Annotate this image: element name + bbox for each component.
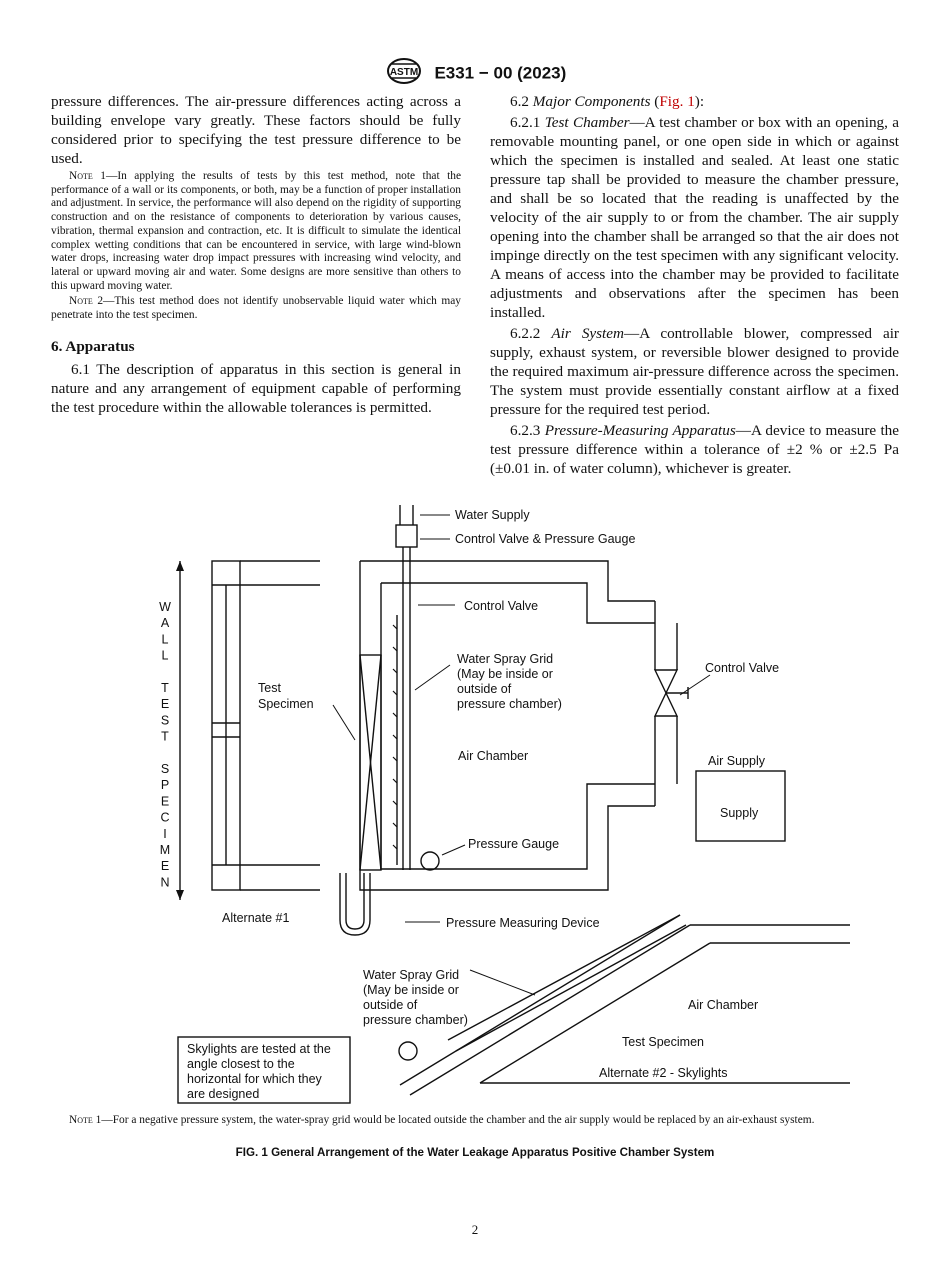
label-test-specimen: Test — [258, 681, 281, 695]
wall-letter: S — [161, 762, 169, 776]
right-column: 6.2 Major Components (Fig. 1): 6.2.1 Tes… — [490, 92, 899, 480]
label-pressure-gauge: Pressure Gauge — [468, 837, 559, 851]
label-spray-grid-2: pressure chamber) — [363, 1013, 468, 1027]
skylight-note: are designed — [187, 1087, 259, 1101]
label-water-supply: Water Supply — [455, 508, 530, 522]
note-1: Note 1—In applying the results of tests … — [51, 170, 461, 293]
figure-1: Water Supply Control Valve & Pressure Ga… — [150, 495, 850, 1105]
section-number: 6.2 — [510, 93, 529, 110]
wall-letter: C — [160, 811, 169, 825]
paragraph-6-2-3: 6.2.3 Pressure-Measuring Apparatus—A dev… — [490, 421, 899, 478]
label-alternate-2: Alternate #2 - Skylights — [599, 1066, 728, 1080]
paragraph-6-2-1: 6.2.1 Test Chamber—A test chamber or box… — [490, 113, 899, 322]
section-title: Major Components — [532, 93, 651, 110]
label-spray-grid: (May be inside or — [457, 667, 553, 681]
wall-letter: E — [161, 697, 169, 711]
skylight-note: angle closest to the — [187, 1057, 295, 1071]
note-text: —This test method does not identify unob… — [51, 295, 461, 322]
note-label: Note 1 — [69, 170, 106, 182]
label-alternate-1: Alternate #1 — [222, 911, 289, 925]
label-pressure-measuring-device: Pressure Measuring Device — [446, 916, 600, 930]
label-spray-grid-2: outside of — [363, 998, 418, 1012]
label-spray-grid: outside of — [457, 682, 512, 696]
label-spray-grid-2: Water Spray Grid — [363, 968, 459, 982]
note-text: —For a negative pressure system, the wat… — [101, 1114, 815, 1126]
astm-logo-icon: ASTM — [384, 58, 424, 89]
section-text: —A device to measure the test pressure d… — [490, 422, 899, 477]
wall-letter: M — [160, 843, 170, 857]
label-spray-grid: Water Spray Grid — [457, 652, 553, 666]
wall-letter: A — [161, 616, 170, 630]
label-test-specimen: Specimen — [258, 697, 314, 711]
label-spray-grid: pressure chamber) — [457, 697, 562, 711]
note-text: —In applying the results of tests by thi… — [51, 170, 462, 292]
paragraph: pressure differences. The air-pressure d… — [51, 93, 461, 167]
wall-letter: E — [161, 859, 169, 873]
section-title: Test Chamber — [544, 114, 630, 131]
wall-letter: E — [161, 794, 169, 808]
paragraph-6-1: 6.1 The description of apparatus in this… — [51, 360, 461, 416]
paragraph-6-2-2: 6.2.2 Air System—A controllable blower, … — [490, 324, 899, 419]
page-header: ASTM E331 − 00 (2023) — [0, 58, 950, 89]
label-test-specimen-skylight: Test Specimen — [622, 1035, 704, 1049]
left-column: pressure differences. The air-pressure d… — [51, 92, 461, 419]
note-label: Note 2 — [69, 295, 104, 308]
apparatus-diagram: Water Supply Control Valve & Pressure Ga… — [159, 505, 850, 1104]
standard-code: E331 − 00 (2023) — [434, 63, 567, 83]
page-number: 2 — [471, 1222, 479, 1237]
section-number: 6.2.3 — [510, 422, 541, 439]
note-2: Note 2—This test method does not identif… — [51, 295, 461, 322]
section-title: Air System — [551, 325, 624, 342]
label-air-chamber: Air Chamber — [458, 749, 528, 763]
wall-letter: N — [160, 875, 169, 889]
label-supply: Supply — [720, 806, 759, 820]
skylight-note: horizontal for which they — [187, 1072, 323, 1086]
section-number: 6.2.1 — [510, 114, 541, 131]
wall-letter: T — [161, 681, 169, 695]
label-air-supply: Air Supply — [708, 754, 766, 768]
figure-note: Note 1—For a negative pressure system, t… — [51, 1113, 899, 1128]
wall-letter: P — [161, 778, 169, 792]
skylight-note: Skylights are tested at the — [187, 1042, 331, 1056]
nozzle-marks — [392, 624, 398, 850]
note-label: Note 1 — [69, 1114, 102, 1126]
svg-text:ASTM: ASTM — [390, 67, 418, 78]
figure-caption: FIG. 1 General Arrangement of the Water … — [235, 1146, 715, 1159]
section-title: Pressure-Measuring Apparatus — [544, 422, 736, 439]
section-text: —A controllable blower, compressed air s… — [490, 325, 899, 418]
label-control-valve-right: Control Valve — [705, 661, 779, 675]
leader-lines — [332, 514, 711, 996]
label-control-valve-gauge: Control Valve & Pressure Gauge — [455, 532, 635, 546]
wall-letter: L — [162, 632, 169, 646]
section-heading: 6. Apparatus — [51, 337, 135, 355]
label-air-chamber-2: Air Chamber — [688, 998, 758, 1012]
label-control-valve-top: Control Valve — [464, 599, 538, 613]
wall-letter: W — [159, 600, 171, 614]
section-number: 6.2.2 — [510, 325, 541, 342]
wall-letter: T — [161, 730, 169, 744]
section-text: —A test chamber or box with an opening, … — [490, 114, 899, 321]
figure-link[interactable]: Fig. 1 — [659, 93, 695, 110]
wall-letter: I — [163, 827, 166, 841]
label-spray-grid-2: (May be inside or — [363, 983, 459, 997]
paragraph-6-2: 6.2 Major Components (Fig. 1): — [510, 93, 705, 110]
wall-letter: L — [162, 649, 169, 663]
wall-letter: S — [161, 713, 169, 727]
